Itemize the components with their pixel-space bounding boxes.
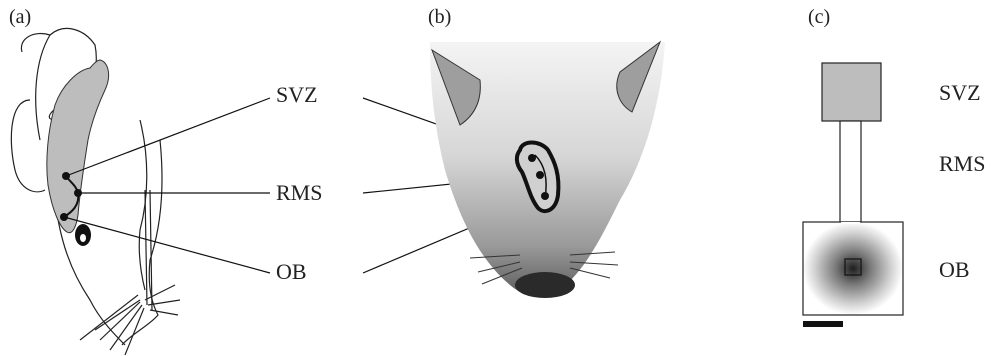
ear-outline (11, 100, 45, 192)
panel-b-ob-dot (541, 192, 549, 200)
panel-c-schematic (803, 63, 903, 327)
scale-bar (803, 321, 843, 327)
panel-a-brain-region (47, 60, 109, 233)
panel-c-rms-channel (840, 121, 861, 222)
panel-b-svz-dot (528, 154, 536, 162)
panel-b-head (430, 42, 665, 298)
panel-b-rms-dot (536, 171, 544, 179)
panel-a-connectors (64, 98, 270, 273)
panel-c-svz-box (822, 63, 881, 121)
panel-c-ob-box (803, 222, 903, 315)
